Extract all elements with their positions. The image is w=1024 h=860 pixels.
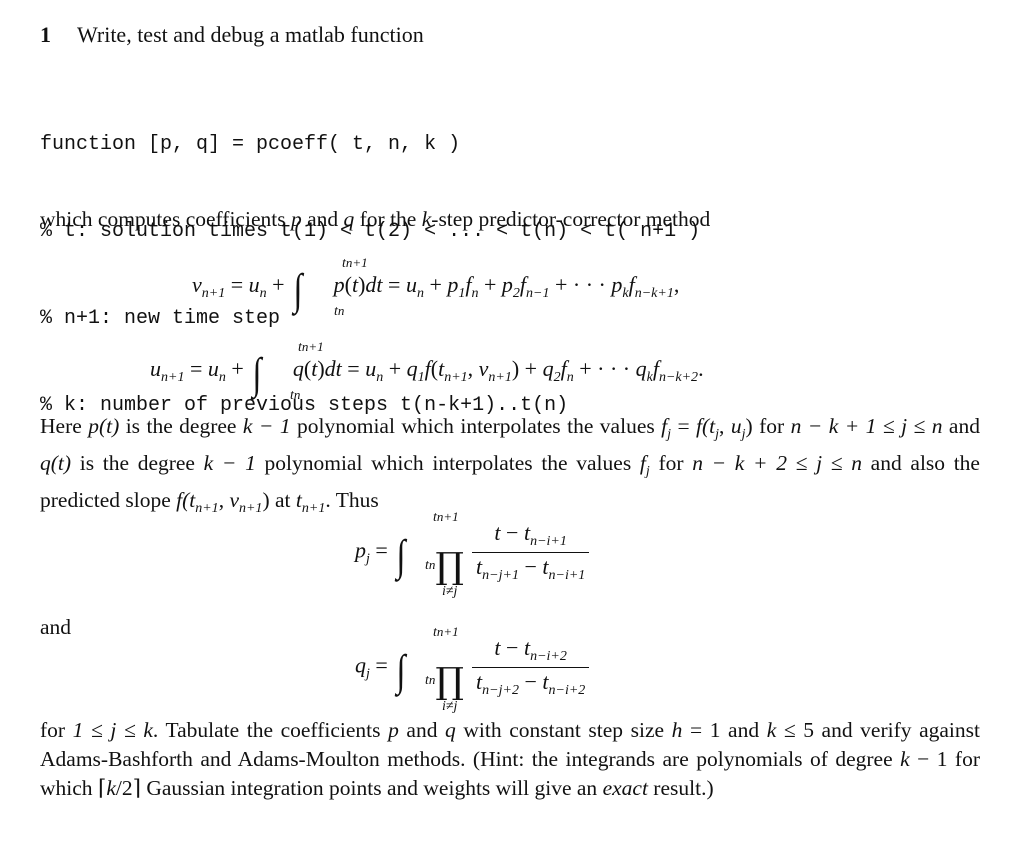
- math-pt: p(t): [88, 414, 120, 438]
- corrector-equation: un+1 = un + ∫ tn+1 tn q(t)dt = un + q1f(…: [150, 339, 704, 403]
- integral-sign: ∫: [293, 265, 303, 314]
- code-line-3: % n+1: new time step: [40, 307, 281, 330]
- math-f: f: [639, 451, 646, 475]
- code-line-1: function [p, q] = pcoeff( t, n, k ): [40, 133, 461, 156]
- product-symbol: ∏i≠j: [435, 660, 465, 714]
- math-k: k: [766, 718, 777, 742]
- math-qt: q(t): [40, 451, 72, 475]
- math-range: n − k + 1 ≤ j ≤ n: [790, 414, 943, 438]
- text-span: − 1 for which ⌈: [40, 747, 980, 800]
- math-km1: k − 1: [203, 451, 256, 475]
- intro-paragraph: which computes coefficients p and q for …: [40, 205, 980, 234]
- text-span: for the: [354, 207, 422, 231]
- text-span: Here: [40, 414, 89, 438]
- text-span: /2⌉ Gaussian integration points and weig…: [115, 776, 603, 800]
- text-span: . Tabulate the coefficients: [152, 718, 389, 742]
- text-span: polynomial which interpolates the values: [290, 414, 662, 438]
- text-span: = 1 and: [682, 718, 767, 742]
- math-range: n − k + 2 ≤ j ≤ n: [692, 451, 862, 475]
- text-span: which computes coefficients: [40, 207, 291, 231]
- text-span: polynomial which interpolates the values: [255, 451, 640, 475]
- text-span: result.): [647, 776, 714, 800]
- text-span: ≤ 5 and verify against Adams-Bashforth a…: [40, 718, 980, 771]
- text-span: is the degree: [119, 414, 243, 438]
- math-f: f: [661, 414, 668, 438]
- problem-heading: 1 Write, test and debug a matlab functio…: [40, 22, 980, 48]
- text-span: . Thus: [325, 488, 379, 512]
- math-q: q: [445, 718, 456, 742]
- text-span: and: [942, 414, 980, 438]
- math-k: k: [106, 776, 116, 800]
- problem-number: 1: [40, 22, 51, 47]
- math-h: h: [671, 718, 683, 742]
- text-span: for: [752, 414, 791, 438]
- math-q: q: [343, 207, 355, 231]
- code-block: function [p, q] = pcoeff( t, n, k ) % t:…: [40, 72, 980, 449]
- text-span: with constant step size: [455, 718, 672, 742]
- math-k: k: [421, 207, 432, 231]
- here-paragraph: Here p(t) is the degree k − 1 polynomial…: [40, 414, 980, 516]
- predictor-equation: vn+1 = un + ∫ tn+1 tn p(t)dt = un + p1fn…: [192, 255, 680, 319]
- integral-sign: ∫: [396, 530, 406, 580]
- text-span: at: [269, 488, 296, 512]
- math-p: p: [290, 207, 302, 231]
- code-line-2: % t: solution times t(1) < t(2) < ... < …: [40, 220, 701, 243]
- text-span: for: [658, 451, 693, 475]
- and-word: and: [40, 615, 72, 639]
- math-km1: k − 1: [242, 414, 291, 438]
- emphasis-exact: exact: [602, 776, 648, 800]
- product-symbol: ∏i≠j: [435, 545, 465, 599]
- math-sub: j: [667, 427, 672, 442]
- text-span: and also the predicted slope: [40, 451, 980, 512]
- final-paragraph: for 1 ≤ j ≤ k. Tabulate the coefficients…: [40, 716, 980, 803]
- math-k: k: [900, 747, 910, 771]
- code-line-4: % k: number of previous steps t(n-k+1)..…: [40, 394, 569, 417]
- math-range: 1 ≤ j ≤ k: [72, 718, 153, 742]
- integral-sign: ∫: [252, 349, 262, 398]
- text-span: is the degree: [71, 451, 204, 475]
- math-f: f(t: [696, 414, 716, 438]
- math-slope: f(t: [176, 488, 196, 512]
- integral-sign: ∫: [396, 645, 406, 695]
- text-span: and: [301, 207, 344, 231]
- text-span: -step predictor-corrector method: [431, 207, 711, 231]
- problem-title: Write, test and debug a matlab function: [77, 22, 424, 47]
- text-span: =: [671, 414, 697, 438]
- text-span: for: [40, 718, 73, 742]
- math-p: p: [388, 718, 399, 742]
- text-span: and: [398, 718, 446, 742]
